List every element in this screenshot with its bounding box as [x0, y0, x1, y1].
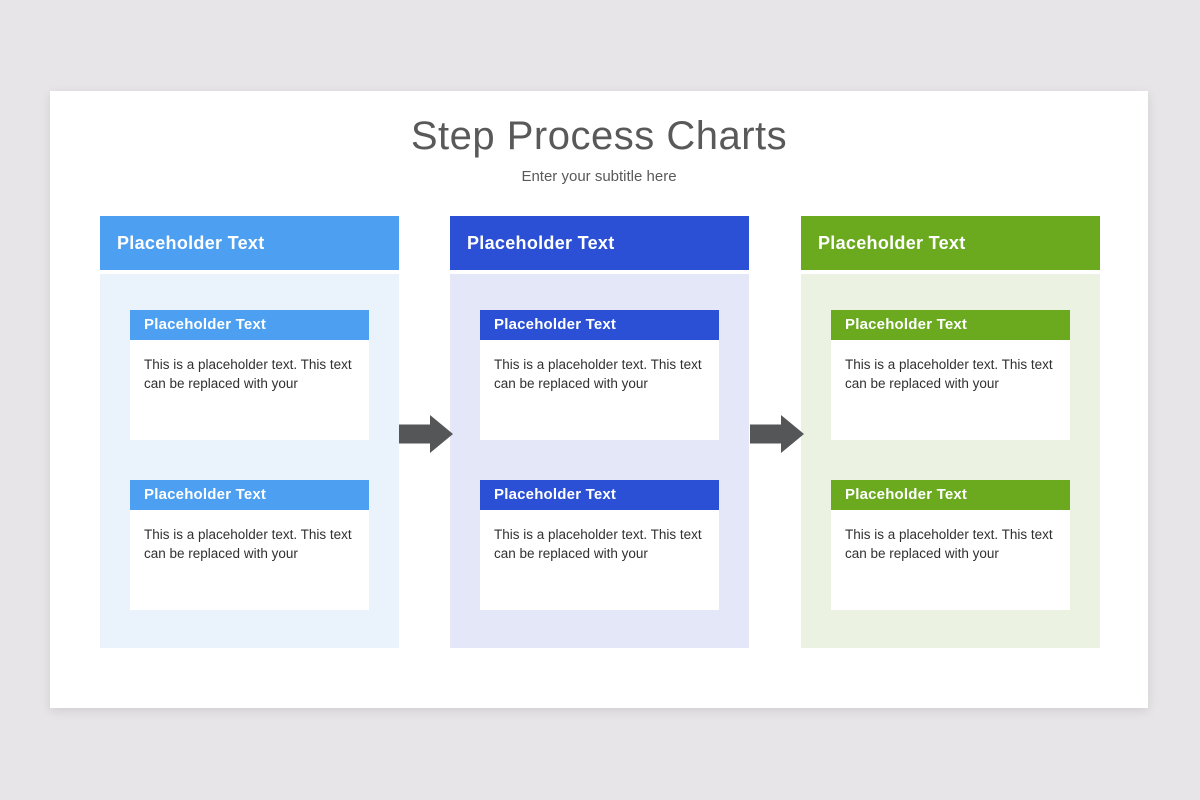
card-body-text: This is a placeholder text. This text ca… — [480, 340, 719, 440]
card: Placeholder Text This is a placeholder t… — [831, 480, 1070, 610]
card-header: Placeholder Text — [130, 480, 369, 510]
column-body: Placeholder Text This is a placeholder t… — [450, 274, 749, 648]
card: Placeholder Text This is a placeholder t… — [130, 310, 369, 440]
card: Placeholder Text This is a placeholder t… — [130, 480, 369, 610]
process-column-3: Placeholder Text Placeholder Text This i… — [801, 216, 1100, 648]
column-body: Placeholder Text This is a placeholder t… — [801, 274, 1100, 648]
card-header: Placeholder Text — [480, 480, 719, 510]
column-header: Placeholder Text — [801, 216, 1100, 270]
card-body-text: This is a placeholder text. This text ca… — [130, 340, 369, 440]
arrow-right-icon — [399, 415, 453, 453]
arrow-right-icon — [750, 415, 804, 453]
card-header: Placeholder Text — [831, 480, 1070, 510]
card-header: Placeholder Text — [831, 310, 1070, 340]
slide-canvas: Step Process Charts Enter your subtitle … — [50, 91, 1148, 708]
arrow-right-shape — [750, 415, 804, 453]
process-column-2: Placeholder Text Placeholder Text This i… — [450, 216, 749, 648]
slide-subtitle: Enter your subtitle here — [521, 168, 677, 185]
column-header: Placeholder Text — [450, 216, 749, 270]
card-header: Placeholder Text — [480, 310, 719, 340]
card-body-text: This is a placeholder text. This text ca… — [831, 340, 1070, 440]
card: Placeholder Text This is a placeholder t… — [480, 310, 719, 440]
card: Placeholder Text This is a placeholder t… — [480, 480, 719, 610]
arrow-right-shape — [399, 415, 453, 453]
card: Placeholder Text This is a placeholder t… — [831, 310, 1070, 440]
card-header: Placeholder Text — [130, 310, 369, 340]
card-body-text: This is a placeholder text. This text ca… — [480, 510, 719, 610]
process-column-1: Placeholder Text Placeholder Text This i… — [100, 216, 399, 648]
card-body-text: This is a placeholder text. This text ca… — [831, 510, 1070, 610]
card-body-text: This is a placeholder text. This text ca… — [130, 510, 369, 610]
slide-title: Step Process Charts — [410, 114, 788, 158]
column-header: Placeholder Text — [100, 216, 399, 270]
column-body: Placeholder Text This is a placeholder t… — [100, 274, 399, 648]
